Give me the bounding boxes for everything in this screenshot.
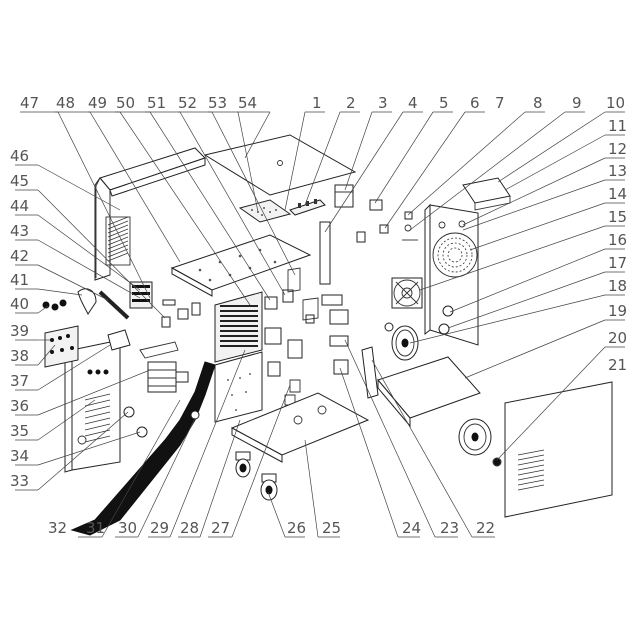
leader-lines xyxy=(15,111,625,538)
pcb-plate xyxy=(238,199,292,223)
cooling-fan xyxy=(391,277,423,309)
knob-right-3 xyxy=(384,322,394,332)
base-plate xyxy=(377,356,481,428)
heatsink-upper xyxy=(214,291,263,363)
main-transformer xyxy=(147,361,189,393)
callout-18: 18 xyxy=(608,277,627,295)
callout-36: 36 xyxy=(10,397,29,415)
callout-6: 6 xyxy=(470,94,480,112)
callout-40: 40 xyxy=(10,295,29,313)
middle-frame-plate xyxy=(170,234,312,297)
bottom-chassis xyxy=(230,392,370,463)
callout-12: 12 xyxy=(608,140,627,158)
callout-11: 11 xyxy=(608,117,627,135)
knob-right-2 xyxy=(438,323,450,335)
callout-labels: 47 48 49 50 51 52 53 54 1 2 3 4 5 6 7 8 … xyxy=(10,94,627,537)
callout-8: 8 xyxy=(533,94,543,112)
callout-43: 43 xyxy=(10,222,29,240)
callout-44: 44 xyxy=(10,197,29,215)
front-panel xyxy=(64,339,121,473)
cable-assembly xyxy=(70,361,216,536)
right-side-cover xyxy=(492,381,613,518)
callout-29: 29 xyxy=(150,519,169,537)
callout-49: 49 xyxy=(88,94,107,112)
component-block xyxy=(264,327,303,377)
rod xyxy=(98,290,130,320)
top-lid xyxy=(203,134,357,196)
callout-25: 25 xyxy=(322,519,341,537)
callout-14: 14 xyxy=(608,185,627,203)
callout-45: 45 xyxy=(10,172,29,190)
callout-42: 42 xyxy=(10,247,29,265)
callout-53: 53 xyxy=(208,94,227,112)
callout-17: 17 xyxy=(608,254,627,272)
wheel-lower xyxy=(458,418,492,456)
callout-20: 20 xyxy=(608,329,627,347)
callout-2: 2 xyxy=(346,94,356,112)
callout-26: 26 xyxy=(287,519,306,537)
callout-52: 52 xyxy=(178,94,197,112)
callout-5: 5 xyxy=(439,94,449,112)
callout-28: 28 xyxy=(180,519,199,537)
wheel-upper xyxy=(391,325,419,361)
foot-left-1 xyxy=(123,406,135,418)
handle-bracket xyxy=(462,177,511,211)
callout-30: 30 xyxy=(118,519,137,537)
callout-48: 48 xyxy=(56,94,75,112)
callout-22: 22 xyxy=(476,519,495,537)
foot-left-2 xyxy=(136,426,148,438)
small-parts-upper xyxy=(356,199,418,243)
caster-right xyxy=(260,473,278,501)
callout-21: 21 xyxy=(608,356,627,374)
callout-10: 10 xyxy=(606,94,625,112)
callout-33: 33 xyxy=(10,472,29,490)
grommet xyxy=(190,410,200,420)
left-side-cover xyxy=(94,147,206,281)
heatsink-lower xyxy=(214,351,263,423)
callout-16: 16 xyxy=(608,231,627,249)
callout-19: 19 xyxy=(608,302,627,320)
control-label-plate xyxy=(44,325,79,368)
callout-39: 39 xyxy=(10,322,29,340)
callout-24: 24 xyxy=(402,519,421,537)
callout-41: 41 xyxy=(10,271,29,289)
callout-13: 13 xyxy=(608,162,627,180)
callout-54: 54 xyxy=(238,94,257,112)
vertical-bar xyxy=(319,221,331,285)
callout-1: 1 xyxy=(312,94,322,112)
callout-37: 37 xyxy=(10,372,29,390)
knob-pair xyxy=(42,299,67,311)
foot-right xyxy=(493,458,501,466)
callout-27: 27 xyxy=(211,519,230,537)
callout-35: 35 xyxy=(10,422,29,440)
callout-38: 38 xyxy=(10,347,29,365)
callout-32: 32 xyxy=(48,519,67,537)
callout-31: 31 xyxy=(86,519,105,537)
parts-drawing xyxy=(42,134,613,536)
callout-34: 34 xyxy=(10,447,29,465)
callout-46: 46 xyxy=(10,147,29,165)
rectifier-modules xyxy=(305,294,349,375)
callout-15: 15 xyxy=(608,208,627,226)
knob-right-1 xyxy=(442,305,454,317)
callout-23: 23 xyxy=(440,519,459,537)
callout-7: 7 xyxy=(495,94,505,112)
callout-51: 51 xyxy=(147,94,166,112)
callout-4: 4 xyxy=(408,94,418,112)
rear-panel xyxy=(424,203,479,346)
callout-9: 9 xyxy=(572,94,582,112)
board-2 xyxy=(289,199,326,216)
small-parts-left xyxy=(161,299,201,328)
divider-plate xyxy=(361,346,379,399)
callout-3: 3 xyxy=(378,94,388,112)
callout-47: 47 xyxy=(20,94,39,112)
small-transformer xyxy=(334,184,354,208)
callout-50: 50 xyxy=(116,94,135,112)
caster-left xyxy=(235,451,251,478)
bracket-front xyxy=(107,329,179,359)
